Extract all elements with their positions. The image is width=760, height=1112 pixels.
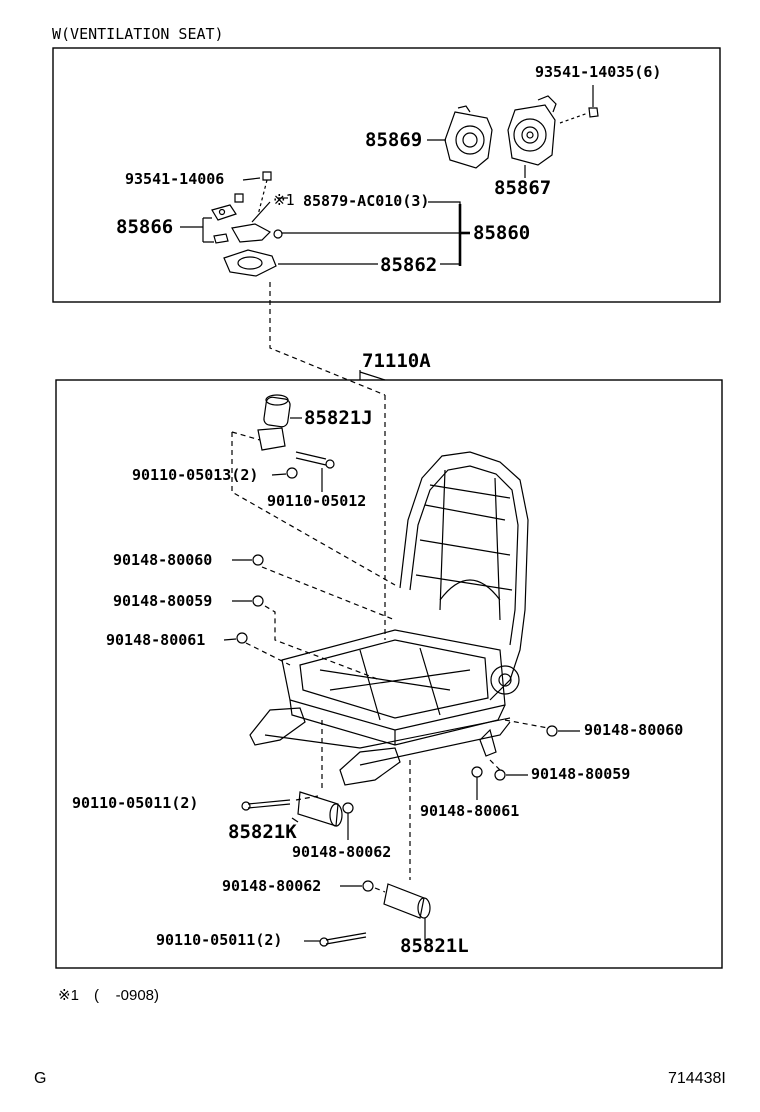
fan-85867 [507,95,557,166]
bolt-90148-80059-left [232,595,264,607]
note-mark-1: ※1 [273,191,295,209]
bolt-90148-80061-left [223,632,248,644]
label-85866[interactable]: 85866 [116,216,174,238]
label-90148-80062-a[interactable]: 90148-80062 [292,843,392,861]
fan-housing-85869 [444,105,493,169]
top-leader-lines [180,139,526,266]
label-90148-80060-right[interactable]: 90148-80060 [584,721,684,739]
header-title: W(VENTILATION SEAT) [52,25,224,43]
connector-dashed-line [269,282,386,396]
label-85821l[interactable]: 85821L [400,935,469,957]
label-85821j[interactable]: 85821J [304,407,373,429]
label-90110-05012[interactable]: 90110-05012 [267,492,367,510]
label-90148-80059-left[interactable]: 90148-80059 [113,592,213,610]
bolt-90148-80060-left [232,554,264,566]
illustration-id: 714438I [668,1070,726,1087]
label-71110a[interactable]: 71110A [362,350,431,372]
nut-90110-05013 [271,467,298,479]
label-85869[interactable]: 85869 [365,129,423,151]
bolt-90148-80061-right [471,766,483,800]
label-90110-05011-b[interactable]: 90110-05011(2) [156,931,283,949]
label-90148-80061-right[interactable]: 90148-80061 [420,802,520,820]
bolt-90148-80060-right [546,725,580,737]
assembly-guide-lines [231,395,549,893]
screw-93541-14006 [234,171,272,216]
motor-85821K [241,791,354,840]
bolt-90110-05012 [295,451,335,492]
motor-85821J [257,394,302,451]
footnote-mark: ※1 [58,987,79,1004]
label-90148-80061-left[interactable]: 90148-80061 [106,631,206,649]
motor-85821L [304,880,431,947]
label-93541-14006[interactable]: 93541-14006 [125,170,225,188]
seat-frame-71110A [249,451,529,786]
top-panel-frame [52,47,721,303]
screw-93541-14035 [559,85,599,124]
footnote-text: ( -0908) [94,987,160,1004]
label-90110-05011-a[interactable]: 90110-05011(2) [72,794,199,812]
label-85862[interactable]: 85862 [380,254,438,276]
bracket-85866 [211,204,237,244]
main-panel-frame [55,379,723,969]
base-85862 [223,249,277,277]
label-90148-80060-left[interactable]: 90148-80060 [113,551,213,569]
label-85821k[interactable]: 85821K [228,821,297,843]
footer-left-code: G [34,1070,47,1087]
label-93541-14035[interactable]: 93541-14035(6) [535,63,662,81]
label-90110-05013[interactable]: 90110-05013(2) [132,466,259,484]
label-85879-ac010[interactable]: 85879-AC010(3) [303,192,430,210]
label-90148-80059-right[interactable]: 90148-80059 [531,765,631,783]
label-90148-80062-b[interactable]: 90148-80062 [222,877,322,895]
label-85860[interactable]: 85860 [473,222,531,244]
label-85867[interactable]: 85867 [494,177,552,199]
assembly-leader [359,371,386,381]
bolt-90148-80059-right [494,769,528,781]
part-85860 [231,223,283,243]
